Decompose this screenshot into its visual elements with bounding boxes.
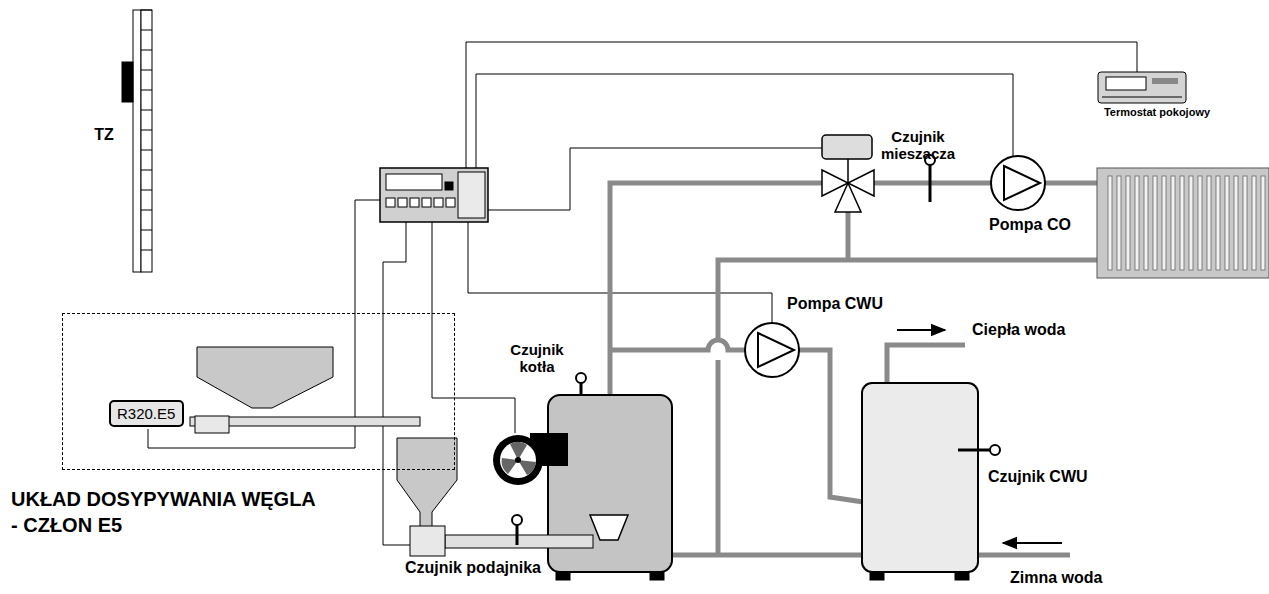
panel-label: TZ bbox=[82, 126, 126, 144]
pump-cwu bbox=[745, 323, 799, 377]
room-thermostat bbox=[1098, 72, 1186, 103]
fuel-feeder bbox=[397, 438, 593, 556]
pump-co bbox=[991, 156, 1045, 210]
blower-fan bbox=[493, 433, 568, 485]
sensor-label: Czujnik podajnika bbox=[378, 559, 568, 577]
module-label: R320.E5 bbox=[111, 402, 182, 425]
tz-rail bbox=[122, 10, 152, 272]
flow-arrows bbox=[897, 330, 1062, 543]
pump-label: Pompa CWU bbox=[780, 295, 890, 313]
pipe-label: Zimna woda bbox=[1010, 569, 1130, 587]
sensor-label: Czujnik kotła bbox=[492, 341, 582, 376]
hot-water-tank bbox=[862, 383, 1000, 580]
pipe-label: Ciepła woda bbox=[972, 321, 1097, 339]
controller-module-box: R320.E5 bbox=[109, 400, 184, 427]
dashed-region: UKŁAD DOSYPYWANIA WĘGLA - CZŁON E5R320.E… bbox=[62, 313, 455, 470]
thermostat-label: Termostat pokojowy bbox=[1097, 106, 1217, 119]
boiler bbox=[548, 373, 672, 580]
sensor-label: Czujnik CWU bbox=[988, 468, 1118, 486]
controller bbox=[380, 168, 488, 222]
radiator bbox=[1097, 168, 1269, 278]
mixing-valve bbox=[822, 135, 874, 212]
sensor-label: Czujnik mieszacza bbox=[868, 128, 968, 163]
coal-top-up-unit bbox=[190, 347, 420, 433]
region-heading: UKŁAD DOSYPYWANIA WĘGLA - CZŁON E5 bbox=[11, 486, 323, 538]
pipes bbox=[610, 183, 1097, 560]
pump-label: Pompa CO bbox=[975, 216, 1085, 234]
